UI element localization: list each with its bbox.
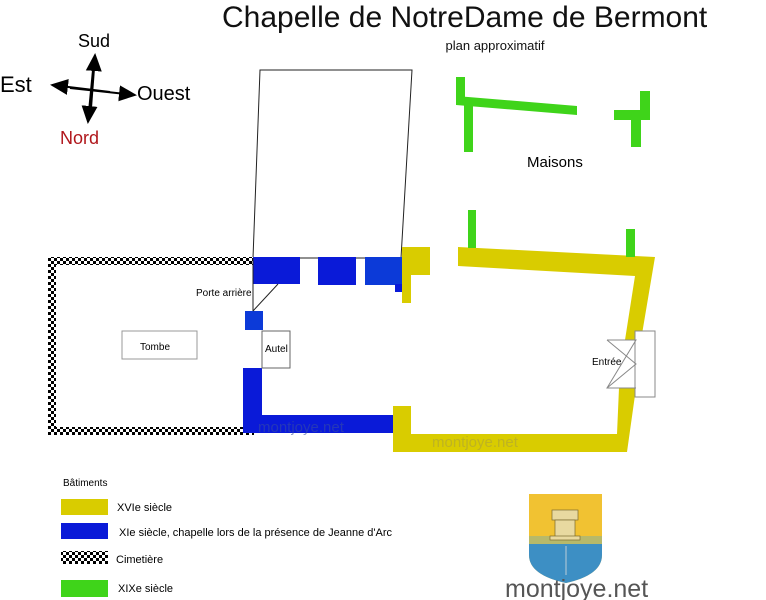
tomb-box: [121, 330, 198, 360]
legend: Bâtiments XVIe siècle XIe siècle, chapel…: [61, 478, 392, 597]
compass-ew-arrow: [69, 85, 137, 102]
legend-swatch-xixe: [61, 580, 108, 597]
xie-walls: [243, 257, 402, 433]
compass-ns-arrow: [81, 69, 98, 124]
altar-box: [261, 330, 291, 369]
legend-swatch-xvie: [61, 499, 108, 515]
coat-of-arms-logo: montjoye.net: [505, 494, 648, 600]
watermark: montjoye.net: [258, 419, 345, 436]
altar-label: Autel: [265, 344, 288, 355]
entrance-door: [606, 339, 637, 389]
tomb-label: Tombe: [140, 342, 170, 353]
tower-icon: [549, 509, 581, 541]
legend-swatch-cemetery: [61, 551, 108, 564]
page-title: Chapelle de NotreDame de Bermont: [222, 1, 708, 34]
compass-west: Ouest: [137, 83, 191, 105]
watermark: montjoye.net: [432, 434, 519, 451]
legend-title: Bâtiments: [63, 478, 107, 489]
compass-north: Nord: [60, 128, 99, 148]
legend-label: XVIe siècle: [117, 502, 172, 514]
houses-label: Maisons: [527, 154, 583, 171]
outline-building: [252, 69, 413, 259]
compass: Sud Est Ouest Nord: [0, 31, 191, 148]
logo-text: montjoye.net: [505, 575, 648, 600]
compass-south: Sud: [78, 31, 110, 51]
entrance-box: [634, 330, 656, 398]
entrance-label: Entrée: [592, 357, 622, 368]
legend-label: XIe siècle, chapelle lors de la présence…: [119, 527, 392, 539]
xvie-walls: [393, 247, 655, 452]
legend-label: XIXe siècle: [118, 583, 173, 595]
compass-east: Est: [0, 72, 32, 97]
legend-swatch-xie: [61, 523, 108, 539]
xixe-walls: [456, 77, 650, 257]
compass-ns-arrow: [85, 53, 102, 109]
legend-label: Cimetière: [116, 554, 163, 566]
back-door-label: Porte arrière: [196, 288, 252, 299]
subtitle: plan approximatif: [446, 38, 545, 53]
